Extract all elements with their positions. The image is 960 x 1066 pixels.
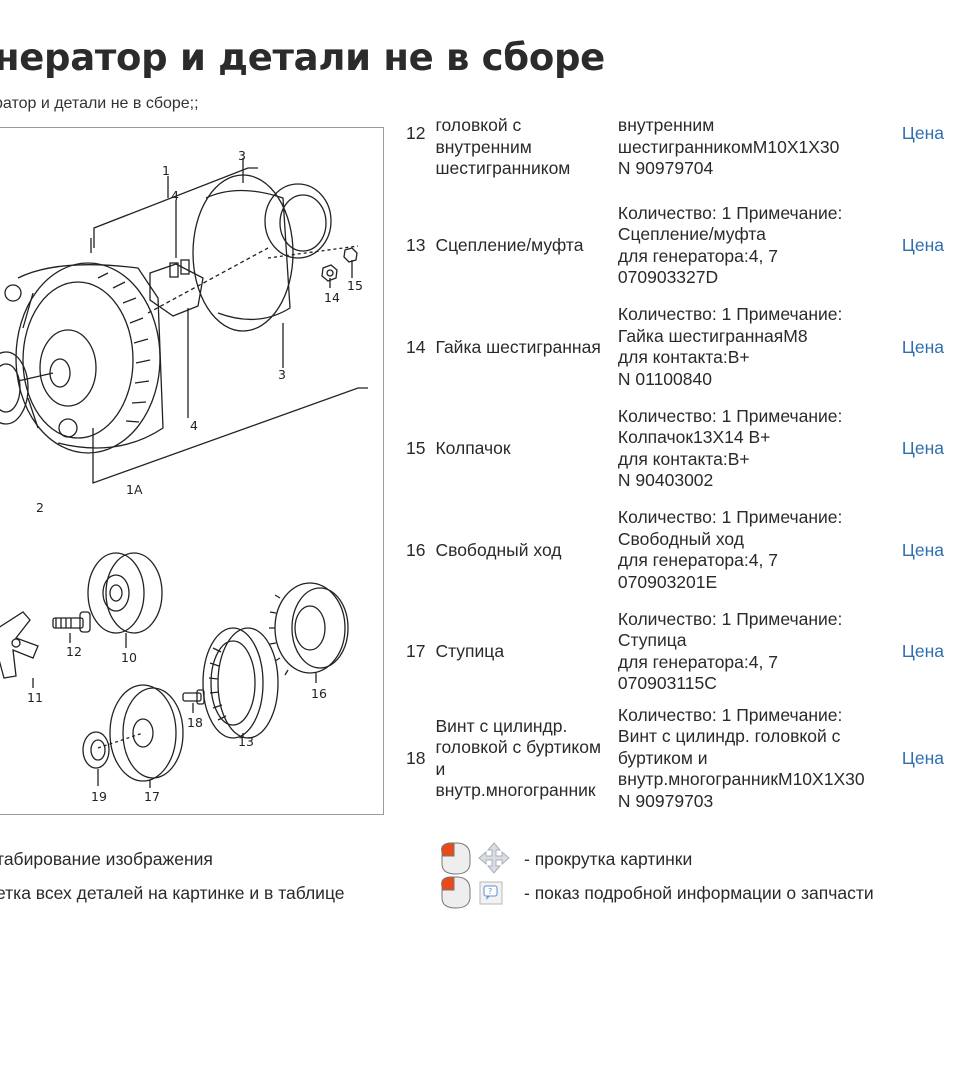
legend-zoom-text: табирование изображения <box>0 849 213 869</box>
part-note: Количество: 1 Примечание: Сцепление/муфт… <box>617 202 843 288</box>
callout-13: 13 <box>238 734 254 749</box>
price-link[interactable]: Цена <box>901 641 944 661</box>
alternator-exploded-drawing: 1 1A 2 3 3 4 4 10 11 12 13 14 15 16 17 1… <box>0 148 368 804</box>
callout-1a: 1A <box>126 482 143 497</box>
callout-2: 2 <box>36 500 44 515</box>
part-name: Сцепление/муфта <box>435 235 584 255</box>
part-number: 12 <box>405 123 426 143</box>
part-note: Количество: 1 Примечание: Колпачок13X14 … <box>617 405 843 491</box>
legend-highlight-text: етка всех деталей на картинке и в таблиц… <box>0 883 345 903</box>
part-name: Винт с цилиндр. головкой с буртиком и вн… <box>435 715 602 801</box>
mouse-click-icon: ? <box>441 876 503 909</box>
table-row[interactable]: 18 Винт с цилиндр. головкой с буртиком и… <box>398 703 960 815</box>
part-number: 15 <box>405 438 426 458</box>
part-name: Ступица <box>435 641 505 661</box>
table-row[interactable]: 14 Гайка шестигранная Количество: 1 Прим… <box>398 297 960 399</box>
callout-4-top: 4 <box>171 188 179 203</box>
callout-18: 18 <box>187 715 203 730</box>
table-row[interactable]: 15 Колпачок Количество: 1 Примечание: Ко… <box>398 398 960 500</box>
part-number: 18 <box>405 747 426 768</box>
callout-16: 16 <box>311 686 327 701</box>
callout-4-bottom: 4 <box>190 418 198 433</box>
price-link[interactable]: Цена <box>901 336 944 357</box>
callout-15: 15 <box>347 278 363 293</box>
table-row[interactable]: 16 Свободный ход Количество: 1 Примечани… <box>398 500 960 602</box>
part-note: Количество: 1 Примечание: Ступица для ге… <box>617 608 843 694</box>
callout-11: 11 <box>27 690 43 705</box>
price-link[interactable]: Цена <box>901 539 944 560</box>
callout-14: 14 <box>324 290 340 305</box>
legend-info-text: - показ подробной информации о запчасти <box>524 883 874 903</box>
table-row[interactable]: 12 головкой с внутренним шестигранником … <box>398 115 960 195</box>
part-note: Количество: 1 Примечание: Гайка шестигра… <box>617 304 843 389</box>
callout-17: 17 <box>144 789 160 804</box>
part-note: Количество: 1 Примечание: Винт с цилиндр… <box>617 704 865 811</box>
breadcrumb: ратор и детали не в сборе;; <box>0 95 199 112</box>
table-row[interactable]: 17 Ступица Количество: 1 Примечание: Сту… <box>398 601 960 703</box>
price-link[interactable]: Цена <box>901 235 944 255</box>
part-name: Свободный ход <box>435 539 562 560</box>
part-number: 16 <box>405 539 426 560</box>
price-link[interactable]: Цена <box>901 747 944 768</box>
callout-3-top: 3 <box>238 148 246 163</box>
part-note: внутренним шестигранникомM10X1X30 N 9097… <box>617 115 840 178</box>
table-row[interactable]: 13 Сцепление/муфта Количество: 1 Примеча… <box>398 195 960 297</box>
part-name: Колпачок <box>435 438 511 458</box>
part-number: 13 <box>405 235 426 255</box>
part-number: 14 <box>405 336 426 357</box>
part-number: 17 <box>405 641 426 661</box>
callout-10: 10 <box>121 650 137 665</box>
part-name: головкой с внутренним шестигранником <box>435 115 571 178</box>
price-link[interactable]: Цена <box>901 438 944 458</box>
mouse-drag-icon <box>441 842 510 875</box>
part-name: Гайка шестигранная <box>435 336 601 357</box>
callout-19: 19 <box>91 789 107 804</box>
callout-12: 12 <box>66 644 82 659</box>
callout-1: 1 <box>162 163 170 178</box>
part-note: Количество: 1 Примечание: Свободный ход … <box>617 507 843 592</box>
page-title: нератор и детали не в сборе <box>0 36 605 79</box>
callout-3-bottom: 3 <box>278 367 286 382</box>
parts-diagram[interactable]: 1 1A 2 3 3 4 4 10 11 12 13 14 15 16 17 1… <box>0 127 384 815</box>
parts-table: 12 головкой с внутренним шестигранником … <box>398 115 960 815</box>
parts-table-scroll[interactable]: 12 головкой с внутренним шестигранником … <box>398 115 960 827</box>
legend-scroll-text: - прокрутка картинки <box>524 849 693 869</box>
svg-text:?: ? <box>488 887 492 896</box>
price-link[interactable]: Цена <box>901 123 944 143</box>
